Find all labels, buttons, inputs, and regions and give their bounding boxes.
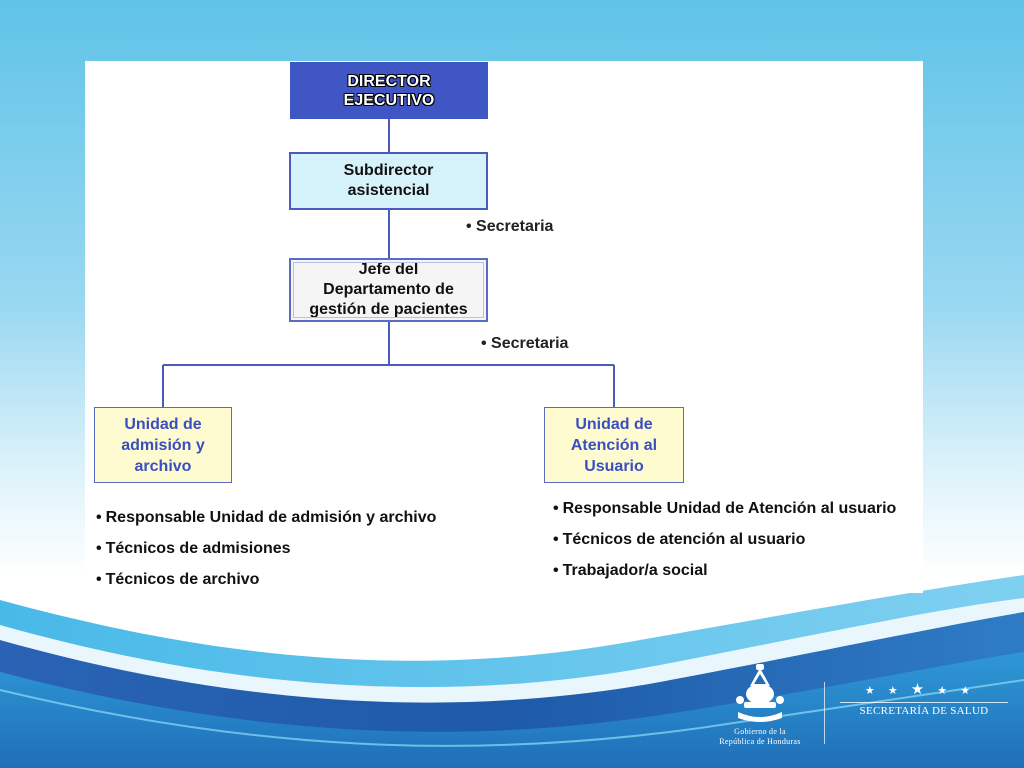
stars-left: ★ ★ <box>864 685 903 697</box>
wave-bottom-band <box>0 652 1024 768</box>
slide-panel <box>85 61 923 593</box>
staff-role: Técnicos de admisiones <box>105 540 291 557</box>
jefe-secretaria-note: • Secretaria <box>481 335 569 352</box>
government-logo-area: Gobierno de la República de Honduras ★ ★… <box>700 662 1010 758</box>
gobierno-text-line2: República de Honduras <box>719 737 801 746</box>
atencion-staff-list: •Responsable Unidad de Atención al usuar… <box>553 499 896 592</box>
bullet-glyph: • <box>553 500 559 517</box>
stars-icon: ★ ★ ★ ★ ★ <box>850 680 990 698</box>
staff-role: Técnicos de atención al usuario <box>562 531 806 548</box>
subdirector-secretaria-note: • Secretaria <box>466 218 554 235</box>
staff-role: Responsable Unidad de Atención al usuari… <box>562 500 897 517</box>
bullet-glyph: • <box>96 540 102 557</box>
staff-role: Responsable Unidad de admisión y archivo <box>105 509 437 526</box>
staff-role: Trabajador/a social <box>562 562 708 579</box>
secretaria-de-salud-logo: SECRETARÍA DE SALUD <box>859 705 989 717</box>
list-item: •Responsable Unidad de admisión y archiv… <box>96 508 436 539</box>
bullet-glyph: • <box>553 531 559 548</box>
list-item: •Trabajador/a social <box>553 561 896 592</box>
wave-highlight <box>0 679 1024 747</box>
bullet-glyph: • <box>96 571 102 588</box>
stars-right: ★ ★ <box>937 685 976 697</box>
admision-staff-list: •Responsable Unidad de admisión y archiv… <box>96 508 436 601</box>
list-item: •Responsable Unidad de Atención al usuar… <box>553 499 896 530</box>
bullet-glyph: • <box>96 509 102 526</box>
secretaria-rule <box>840 702 1008 703</box>
unidad-admision-box: Unidad de admisión y archivo <box>94 407 232 483</box>
gobierno-text-line1: Gobierno de la <box>734 727 786 736</box>
jefe-departamento-box: Jefe del Departamento de gestión de paci… <box>289 258 488 322</box>
star-center: ★ <box>910 681 930 698</box>
list-item: •Técnicos de atención al usuario <box>553 530 896 561</box>
director-ejecutivo-box: DIRECTOR EJECUTIVO <box>290 62 488 119</box>
staff-role: Técnicos de archivo <box>105 571 260 588</box>
unidad-atencion-box: Unidad de Atención al Usuario <box>544 407 684 483</box>
subdirector-box: Subdirector asistencial <box>289 152 488 210</box>
list-item: •Técnicos de archivo <box>96 570 436 601</box>
bullet-glyph: • <box>553 562 559 579</box>
logo-divider <box>824 682 825 744</box>
list-item: •Técnicos de admisiones <box>96 539 436 570</box>
honduras-coat-of-arms-icon <box>736 664 784 722</box>
